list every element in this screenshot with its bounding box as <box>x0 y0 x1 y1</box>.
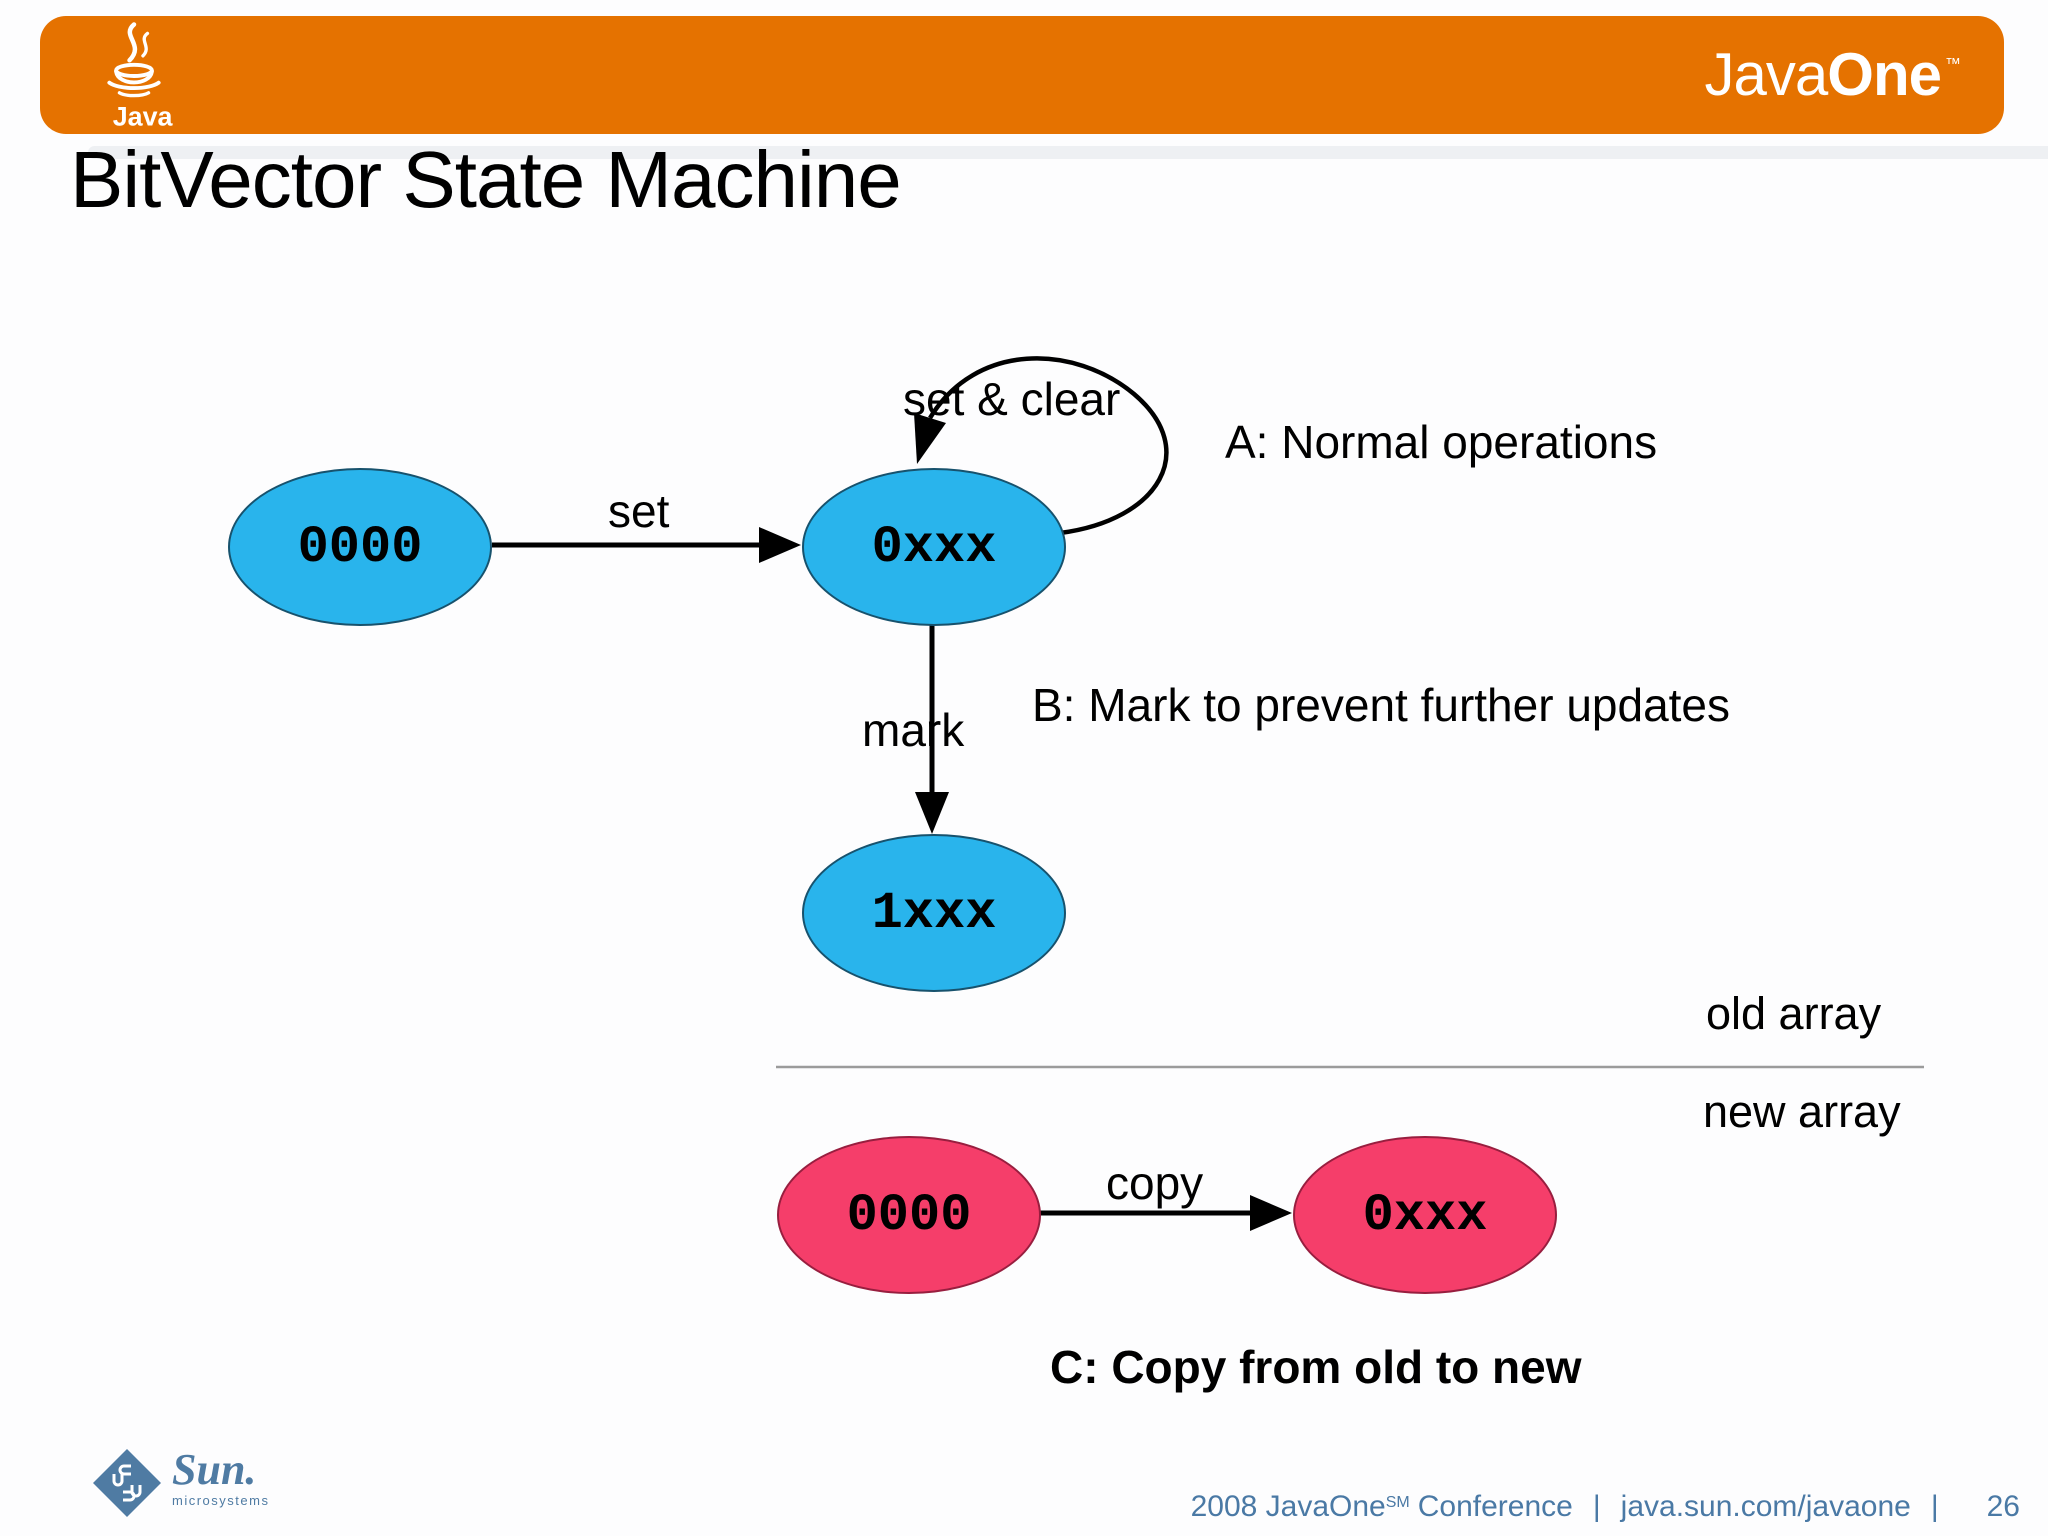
sun-diamond-icon <box>93 1449 161 1517</box>
set-arrowhead <box>759 527 801 563</box>
footer-separator: | <box>1592 1490 1601 1523</box>
state-node-label: 0xxx <box>871 517 997 577</box>
sun-logo-word: Sun. <box>172 1445 257 1494</box>
state-node-old-0xxx: 0xxx <box>802 468 1066 626</box>
edge-label-mark: mark <box>862 704 965 756</box>
annotation-c-copy-old-to-new: C: Copy from old to new <box>1050 1341 1582 1393</box>
state-node-label: 0000 <box>846 1185 972 1245</box>
footer-conference-year: 2008 JavaOne <box>1190 1490 1386 1523</box>
state-node-label: 0000 <box>297 517 423 577</box>
region-label-old-array: old array <box>1706 988 1882 1039</box>
self-loop-arrow-line <box>928 356 1169 536</box>
sun-microsystems-logo: Sun. microsystems <box>92 1448 269 1518</box>
javaone-logo-one: One <box>1827 41 1942 108</box>
state-node-label: 1xxx <box>871 883 997 943</box>
edge-label-set: set <box>608 485 670 537</box>
state-node-old-0000: 0000 <box>228 468 492 626</box>
edge-label-set-and-clear: set & clear <box>903 373 1121 425</box>
annotation-b-mark-prevent-updates: B: Mark to prevent further updates <box>1032 679 1731 731</box>
footer-sm-mark: SM <box>1385 1494 1410 1511</box>
mark-arrowhead <box>915 792 949 834</box>
region-label-new-array: new array <box>1703 1086 1901 1137</box>
javaone-trademark: ™ <box>1945 56 1961 73</box>
footer-conference-word: Conference <box>1417 1490 1573 1523</box>
edge-label-copy: copy <box>1106 1157 1204 1209</box>
page-title: BitVector State Machine <box>70 135 902 224</box>
copy-arrowhead <box>1250 1195 1292 1231</box>
self-loop-arrowhead <box>914 413 946 464</box>
java-coffee-cup-icon: Java <box>107 22 174 131</box>
annotation-a-normal-operations: A: Normal operations <box>1225 416 1658 468</box>
state-node-new-0xxx: 0xxx <box>1293 1136 1557 1294</box>
state-node-old-1xxx: 1xxx <box>802 834 1066 992</box>
footer-separator: | <box>1930 1490 1939 1523</box>
state-node-label: 0xxx <box>1362 1185 1488 1245</box>
javaone-logo-java: Java <box>1704 41 1829 108</box>
footer-page-number: 26 <box>1986 1490 2020 1523</box>
sun-logo-subtitle: microsystems <box>172 1493 270 1508</box>
state-node-new-0000: 0000 <box>777 1136 1041 1294</box>
header-shadow-strip <box>88 146 2048 159</box>
java-logo-word: Java <box>113 101 174 131</box>
footer-url: java.sun.com/javaone <box>1620 1490 1911 1523</box>
sun-logo-text: Sun. microsystems <box>172 1445 270 1508</box>
